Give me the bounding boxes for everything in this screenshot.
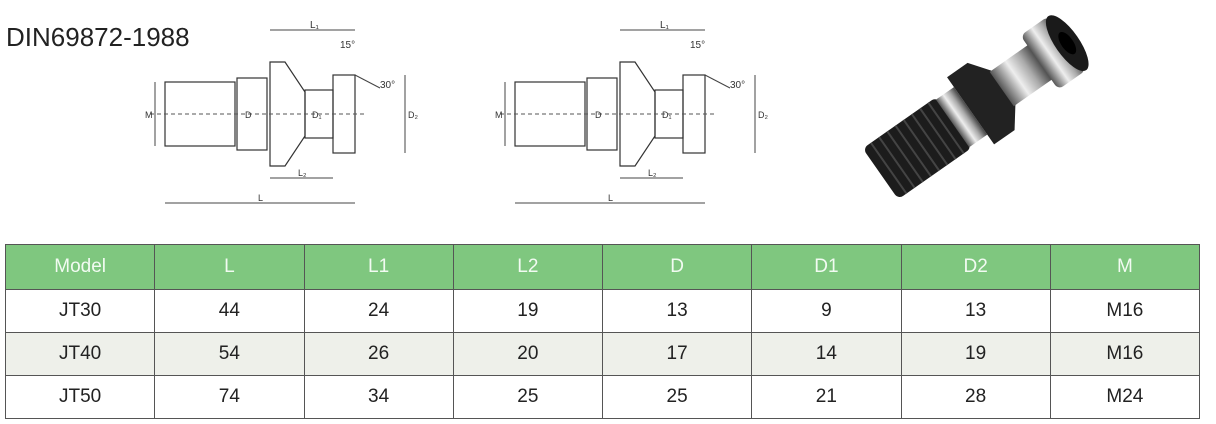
cell-m: M16 — [1049, 332, 1201, 376]
label-l2: L₂ — [298, 168, 307, 178]
column-header-model: Model — [4, 244, 156, 290]
label-d: D — [245, 110, 252, 120]
pull-stud-drawing-2: L₁ 15° 30° M D D₁ D₂ L₂ L — [495, 20, 768, 204]
label-angle-15: 15° — [340, 40, 355, 51]
column-header-m: M — [1049, 244, 1201, 290]
column-header-d2: D2 — [900, 244, 1051, 290]
label-angle-30: 30° — [380, 80, 395, 91]
cell-l1: 26 — [303, 332, 454, 376]
cell-l: 74 — [154, 375, 305, 419]
angle-line-30 — [704, 74, 731, 89]
cell-d2: 19 — [900, 332, 1051, 376]
cell-l2: 25 — [452, 375, 604, 419]
label-m: M — [145, 110, 153, 120]
column-header-l1: L1 — [303, 244, 454, 290]
cell-model: JT50 — [4, 375, 156, 419]
cell-d1: 9 — [751, 289, 902, 333]
cell-d: 17 — [601, 332, 753, 376]
cell-l: 44 — [154, 289, 305, 333]
angle-line-30 — [354, 74, 381, 89]
label-d2: D₂ — [758, 110, 768, 120]
cell-model: JT30 — [4, 289, 156, 333]
head — [682, 74, 706, 154]
label-l2: L₂ — [648, 168, 657, 178]
cell-m: M24 — [1049, 375, 1201, 419]
cell-d1: 14 — [751, 332, 902, 376]
column-header-d1: D1 — [751, 244, 902, 290]
cell-l2: 19 — [452, 289, 604, 333]
label-l1: L₁ — [660, 20, 670, 31]
cell-l1: 34 — [303, 375, 454, 419]
label-angle-15: 15° — [690, 40, 705, 51]
standard-title: DIN69872-1988 — [6, 22, 190, 52]
label-d1: D₁ — [312, 110, 322, 120]
column-header-l2: L2 — [452, 244, 604, 290]
label-l: L — [608, 193, 613, 203]
cell-d2: 28 — [900, 375, 1051, 419]
label-l1: L₁ — [310, 20, 320, 31]
label-d2: D₂ — [408, 110, 418, 120]
head — [332, 74, 356, 154]
cell-d2: 13 — [900, 289, 1051, 333]
column-header-d: D — [601, 244, 753, 290]
cell-d1: 21 — [751, 375, 902, 419]
label-l: L — [258, 193, 263, 203]
label-d1: D₁ — [662, 110, 672, 120]
cell-d: 25 — [601, 375, 753, 419]
column-header-l: L — [154, 244, 305, 290]
cell-d: 13 — [601, 289, 753, 333]
cell-l1: 24 — [303, 289, 454, 333]
cell-l2: 20 — [452, 332, 604, 376]
label-m: M — [495, 110, 503, 120]
label-d: D — [595, 110, 602, 120]
label-angle-30: 30° — [730, 80, 745, 91]
cell-model: JT40 — [4, 332, 156, 376]
cell-m: M16 — [1049, 289, 1201, 333]
pull-stud-photo — [865, 15, 1089, 197]
cell-l: 54 — [154, 332, 305, 376]
pull-stud-drawing-1: L₁ 15° 30° M D D₁ D₂ L₂ L — [145, 20, 418, 204]
